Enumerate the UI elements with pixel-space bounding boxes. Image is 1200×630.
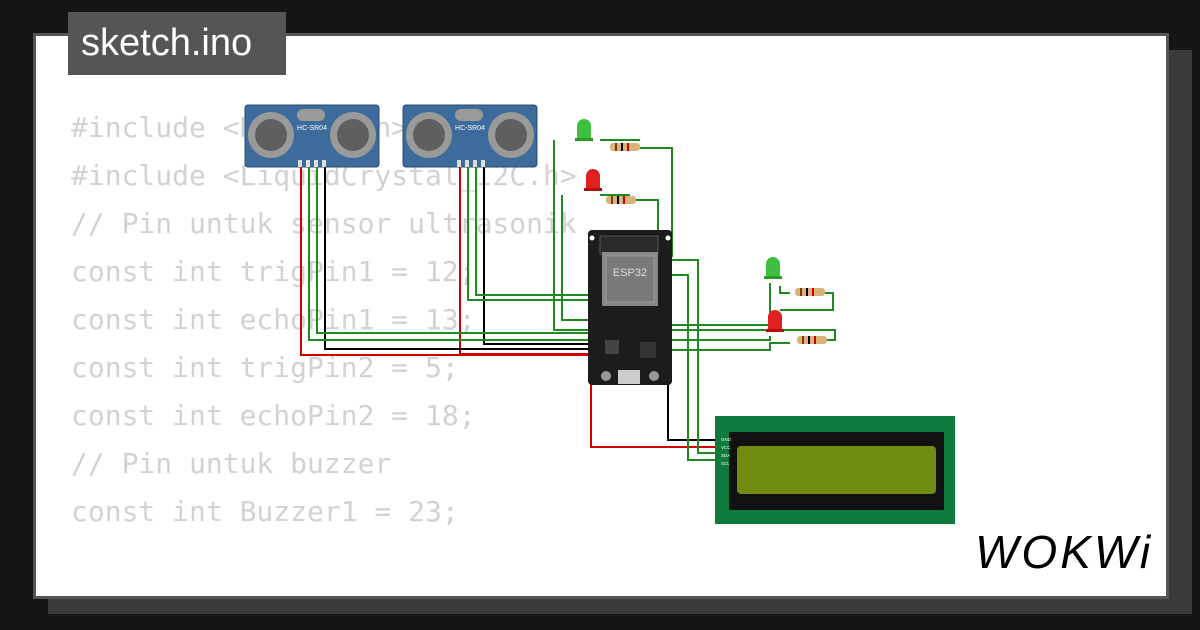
code-line: // Pin untuk buzzer (71, 447, 392, 480)
lcd-pin-vcc: VCC (721, 445, 731, 450)
code-line: const int trigPin1 = 12; (71, 255, 476, 288)
code-line: // Pin untuk sensor ultrasonik (71, 207, 577, 240)
resistor-2 (606, 196, 636, 204)
sensor-label: HC-SR04 (455, 125, 485, 132)
code-line: const int Buzzer1 = 23; (71, 495, 459, 528)
sensor-label: HC-SR04 (297, 125, 327, 132)
green-wires (308, 139, 836, 461)
lcd-pin-scl: SCL (721, 461, 730, 466)
led-green-2 (764, 257, 782, 279)
file-tab: sketch.ino (68, 12, 286, 75)
led-green-1 (575, 119, 593, 141)
resistor-3 (795, 288, 825, 296)
lcd-pin-sda: SDA (721, 453, 730, 458)
mcu-label: ESP32 (613, 267, 647, 279)
red-wires (300, 160, 716, 448)
resistor-4 (797, 336, 827, 344)
code-line: const int trigPin2 = 5; (71, 351, 459, 384)
file-tab-label: sketch.ino (81, 22, 253, 64)
ultrasonic-sensor-1: HC-SR04 (244, 104, 380, 168)
lcd-display: GND VCC SDA SCL (715, 416, 955, 524)
ultrasonic-sensor-2: HC-SR04 (402, 104, 538, 168)
led-red-1 (584, 169, 602, 191)
code-line: const int echoPin2 = 18; (71, 399, 476, 432)
code-line: const int echoPin1 = 13; (71, 303, 476, 336)
led-red-2 (766, 310, 784, 332)
esp32-board: ESP32 (588, 230, 672, 385)
resistor-1 (610, 143, 640, 151)
wokwi-logo: WOKWi (975, 526, 1154, 578)
lcd-pin-gnd: GND (721, 437, 732, 442)
